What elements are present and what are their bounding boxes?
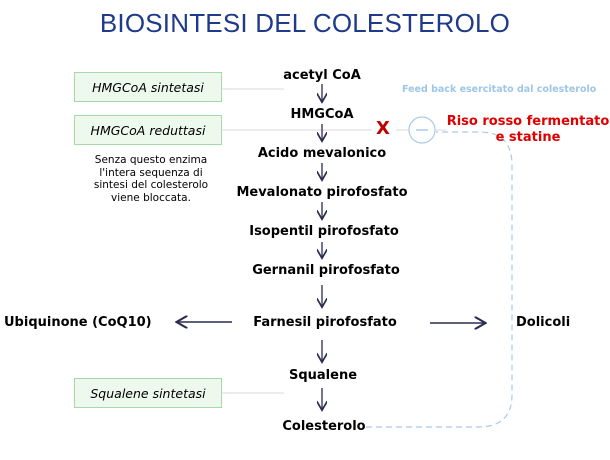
- inhibitors-label: Riso rosso fermentato e statine: [446, 114, 610, 146]
- step-squalene: Squalene: [288, 368, 358, 383]
- inhibitors-line: Riso rosso fermentato: [446, 114, 610, 129]
- step-gernanil-pirofosfato: Gernanil pirofosfato: [252, 263, 400, 278]
- note-line: viene bloccata.: [111, 191, 191, 204]
- branch-dolicoli: Dolicoli: [516, 315, 571, 330]
- step-farnesil-pirofosfato: Farnesil pirofosfato: [253, 315, 397, 330]
- feedback-label: Feed back esercitato dal colesterolo: [402, 84, 597, 95]
- block-x-icon: X: [376, 118, 390, 139]
- enzyme-squalene-sintetasi: Squalene sintetasi: [74, 378, 222, 408]
- note-line: sintesi del colesterolo: [93, 179, 209, 191]
- note-line: l'intera sequenza di: [99, 166, 203, 179]
- enzyme-hmgcoa-reduttasi: HMGCoA reduttasi: [74, 115, 222, 145]
- branch-ubiquinone: Ubiquinone (CoQ10): [4, 315, 152, 330]
- step-hmgcoa: HMGCoA: [290, 107, 354, 122]
- reduttasi-note: Senza questo enzima l'intera sequenza di…: [76, 154, 226, 204]
- step-acido-mevalonico: Acido mevalonico: [257, 146, 387, 161]
- note-line: Senza questo enzima: [94, 154, 208, 166]
- step-acetyl-coa: acetyl CoA: [283, 68, 361, 83]
- step-mevalonato-pirofosfato: Mevalonato pirofosfato: [236, 185, 408, 200]
- inhibitors-line: e statine: [495, 130, 561, 145]
- enzyme-hmgcoa-sintetasi: HMGCoA sintetasi: [74, 72, 222, 102]
- step-isopentil-pirofosfato: Isopentil pirofosfato: [249, 224, 399, 239]
- feedback-loop-line: [366, 131, 513, 428]
- page-title: BIOSINTESI DEL COLESTEROLO: [99, 8, 511, 38]
- branch-arrows: [178, 322, 484, 323]
- step-colesterolo: Colesterolo: [282, 419, 366, 434]
